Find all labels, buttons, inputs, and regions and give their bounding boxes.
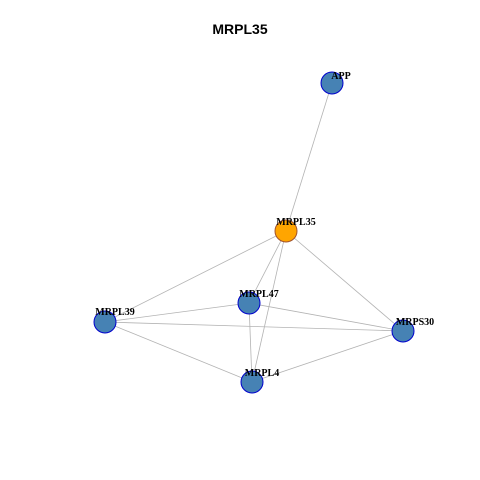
node-label-mrpl47: MRPL47 <box>239 289 278 300</box>
node-label-app: APP <box>331 71 350 82</box>
nodes-layer <box>93 71 415 394</box>
node-mrpl35 <box>274 219 298 243</box>
edge-mrpl35-mrps30 <box>285 230 404 332</box>
node-mrpl47 <box>237 291 261 315</box>
edge-mrpl47-mrpl4 <box>248 302 253 383</box>
edge-mrpl35-mrpl47 <box>248 230 287 304</box>
node-mrps30 <box>391 319 415 343</box>
node-app <box>320 71 344 95</box>
node-label-mrpl35: MRPL35 <box>276 217 315 228</box>
chart-title: MRPL35 <box>212 21 268 37</box>
edge-mrpl39-mrpl4 <box>104 321 253 383</box>
edge-mrpl4-mrps30 <box>251 330 404 383</box>
edge-mrpl35-mrpl39 <box>104 230 287 323</box>
edge-mrpl39-mrpl47 <box>104 302 250 323</box>
node-label-mrpl4: MRPL4 <box>245 368 279 379</box>
edge-mrpl47-mrps30 <box>248 302 404 332</box>
node-label-mrps30: MRPS30 <box>396 317 434 328</box>
node-mrpl4 <box>240 370 264 394</box>
edge-app-mrpl35 <box>285 82 333 232</box>
node-label-mrpl39: MRPL39 <box>95 307 134 318</box>
edge-mrpl39-mrps30 <box>104 321 404 332</box>
node-mrpl39 <box>93 310 117 334</box>
edges-layer <box>104 82 404 383</box>
